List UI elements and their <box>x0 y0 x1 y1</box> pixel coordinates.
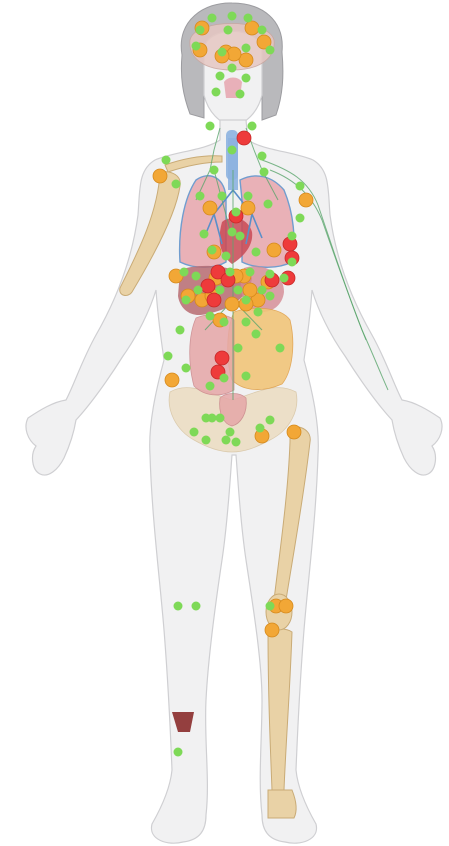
green-marker <box>216 286 225 295</box>
orange-marker <box>299 193 313 207</box>
green-marker <box>192 42 201 51</box>
green-marker <box>242 296 251 305</box>
green-marker <box>218 192 227 201</box>
green-marker <box>208 414 217 423</box>
orange-marker <box>241 201 255 215</box>
orange-marker <box>279 599 293 613</box>
green-marker <box>206 382 215 391</box>
green-marker <box>232 208 241 217</box>
orange-marker <box>245 21 259 35</box>
green-marker <box>266 416 275 425</box>
green-marker <box>192 272 201 281</box>
green-marker <box>266 602 275 611</box>
green-marker <box>296 214 305 223</box>
green-marker <box>162 156 171 165</box>
orange-marker <box>267 243 281 257</box>
green-marker <box>242 318 251 327</box>
green-marker <box>206 312 215 321</box>
green-marker <box>252 330 261 339</box>
green-marker <box>228 12 237 21</box>
green-marker <box>288 232 297 241</box>
left-foot-bones <box>268 790 296 818</box>
green-marker <box>236 90 245 99</box>
green-marker <box>248 122 257 131</box>
green-marker <box>296 182 305 191</box>
red-marker <box>207 293 221 307</box>
green-marker <box>200 230 209 239</box>
green-marker <box>228 64 237 73</box>
green-marker <box>232 438 241 447</box>
green-marker <box>182 364 191 373</box>
green-marker <box>164 352 173 361</box>
green-marker <box>288 258 297 267</box>
red-marker <box>215 351 229 365</box>
green-marker <box>242 372 251 381</box>
green-marker <box>256 424 265 433</box>
orange-marker <box>243 283 257 297</box>
green-marker <box>194 286 203 295</box>
green-marker <box>196 26 205 35</box>
green-marker <box>234 344 243 353</box>
green-marker <box>190 428 199 437</box>
green-marker <box>182 296 191 305</box>
red-marker <box>201 279 215 293</box>
green-marker <box>222 436 231 445</box>
green-marker <box>174 602 183 611</box>
green-marker <box>266 270 275 279</box>
green-marker <box>244 192 253 201</box>
green-marker <box>246 268 255 277</box>
orange-marker <box>225 297 239 311</box>
green-marker <box>192 602 201 611</box>
green-marker <box>226 428 235 437</box>
green-marker <box>280 274 289 283</box>
green-marker <box>216 72 225 81</box>
green-marker <box>266 46 275 55</box>
orange-marker <box>165 373 179 387</box>
green-marker <box>174 748 183 757</box>
green-marker <box>208 246 217 255</box>
green-marker <box>258 26 267 35</box>
green-marker <box>220 374 229 383</box>
green-marker <box>210 166 219 175</box>
green-marker <box>266 292 275 301</box>
green-marker <box>236 232 245 241</box>
green-marker <box>216 414 225 423</box>
green-marker <box>218 48 227 57</box>
green-marker <box>258 152 267 161</box>
orange-marker <box>265 623 279 637</box>
red-marker <box>237 131 251 145</box>
green-marker <box>264 200 273 209</box>
green-marker <box>260 168 269 177</box>
green-marker <box>180 268 189 277</box>
green-marker <box>252 248 261 257</box>
green-marker <box>276 344 285 353</box>
green-marker <box>228 228 237 237</box>
green-marker <box>222 252 231 261</box>
green-marker <box>244 14 253 23</box>
green-marker <box>224 26 233 35</box>
green-marker <box>220 318 229 327</box>
green-marker <box>242 74 251 83</box>
green-marker <box>242 44 251 53</box>
green-marker <box>202 436 211 445</box>
green-marker <box>254 308 263 317</box>
green-marker <box>258 286 267 295</box>
green-marker <box>228 146 237 155</box>
orange-marker <box>203 201 217 215</box>
orange-marker <box>287 425 301 439</box>
green-marker <box>234 286 243 295</box>
green-marker <box>172 180 181 189</box>
green-marker <box>206 122 215 131</box>
green-marker <box>176 326 185 335</box>
green-marker <box>208 14 217 23</box>
green-marker <box>196 192 205 201</box>
green-marker <box>212 88 221 97</box>
green-marker <box>226 268 235 277</box>
orange-marker <box>153 169 167 183</box>
